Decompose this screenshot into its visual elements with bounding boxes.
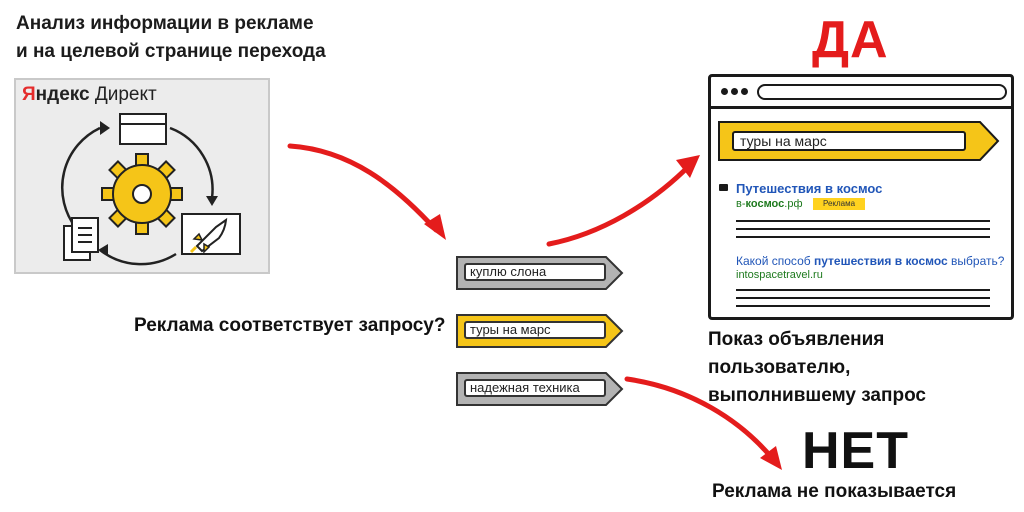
query-tag-1: куплю слона [456, 256, 624, 290]
ad-badge: Реклама [813, 198, 865, 210]
heading: Анализ информации в рекламе и на целевой… [16, 10, 356, 66]
cycle-arrow-left [61, 126, 101, 229]
relevance-question: Реклама соответствует запросу? [134, 315, 446, 336]
heading-line-2: и на целевой странице перехода [16, 41, 326, 62]
snippet-line [736, 297, 990, 299]
arrow-to-no [624, 376, 775, 461]
window-dot-icon [741, 88, 748, 95]
yandex-direct-panel: Яндекс Директ [14, 78, 270, 274]
yes-caption: Показ объявления пользователю, выполнивш… [708, 326, 1024, 410]
query-tag-3: надежная техника [456, 372, 624, 406]
snippet-line [736, 305, 990, 307]
ad-card-icon [119, 113, 167, 145]
analysis-cycle-illustration [61, 113, 241, 266]
rocket-icon [181, 213, 241, 255]
yes-label: ДА [812, 11, 889, 69]
logo-letter: Я [22, 84, 36, 105]
gear-icon [101, 153, 183, 235]
favicon-icon [719, 184, 728, 191]
search-query-text: туры на марс [732, 131, 966, 151]
no-label: НЕТ [802, 422, 909, 480]
ad-url: в-космос.рф [736, 198, 803, 210]
document-icon [63, 217, 99, 261]
no-caption: Реклама не показывается [712, 481, 957, 502]
result-text-pre: Какой способ [736, 254, 814, 268]
query-tag-3-text: надежная техника [464, 379, 606, 397]
ad-url-prefix: в- [736, 198, 746, 210]
browser-toolbar-divider [711, 106, 1011, 109]
logo-word: ндекс [35, 84, 90, 105]
window-dot-icon [731, 88, 738, 95]
ad-url-suffix: .рф [784, 198, 803, 210]
result-text-bold: путешествия в космос [813, 254, 948, 268]
arrow-to-no-head [760, 446, 782, 470]
heading-line-1: Анализ информации в рекламе [16, 13, 314, 34]
snippet-line [736, 228, 990, 230]
arrow-to-yes [546, 162, 693, 247]
arrow-to-queries [287, 143, 439, 233]
query-tag-2-text: туры на марс [464, 321, 606, 339]
search-query-tag: туры на марс [718, 121, 1000, 161]
snippet-line [736, 236, 990, 238]
cycle-arrow-right [169, 126, 214, 199]
logo-product: Директ [94, 84, 157, 105]
snippet-line [736, 289, 990, 291]
snippet-line [736, 220, 990, 222]
ad-url-bold: космос [745, 198, 785, 210]
arrow-to-yes-head [676, 155, 700, 178]
search-results-browser: туры на марс Путешествия в космос в-косм… [708, 74, 1014, 320]
ad-title-link[interactable]: Путешествия в космос [736, 181, 883, 196]
yes-caption-line-1: Показ объявления пользователю, [708, 329, 885, 378]
organic-result-url: intospacetravel.ru [736, 269, 823, 281]
result-text-post: выбрать? [947, 254, 1005, 268]
address-bar [757, 84, 1007, 100]
yandex-direct-logo: Яндекс Директ [22, 84, 157, 106]
query-tag-2: туры на марс [456, 314, 624, 348]
window-dot-icon [721, 88, 728, 95]
query-tag-1-text: куплю слона [464, 263, 606, 281]
yes-caption-line-2: выполнившему запрос [708, 385, 926, 406]
organic-result-link[interactable]: Какой способ путешествия в космос выбрат… [736, 254, 1004, 268]
arrow-to-queries-head [424, 214, 446, 240]
